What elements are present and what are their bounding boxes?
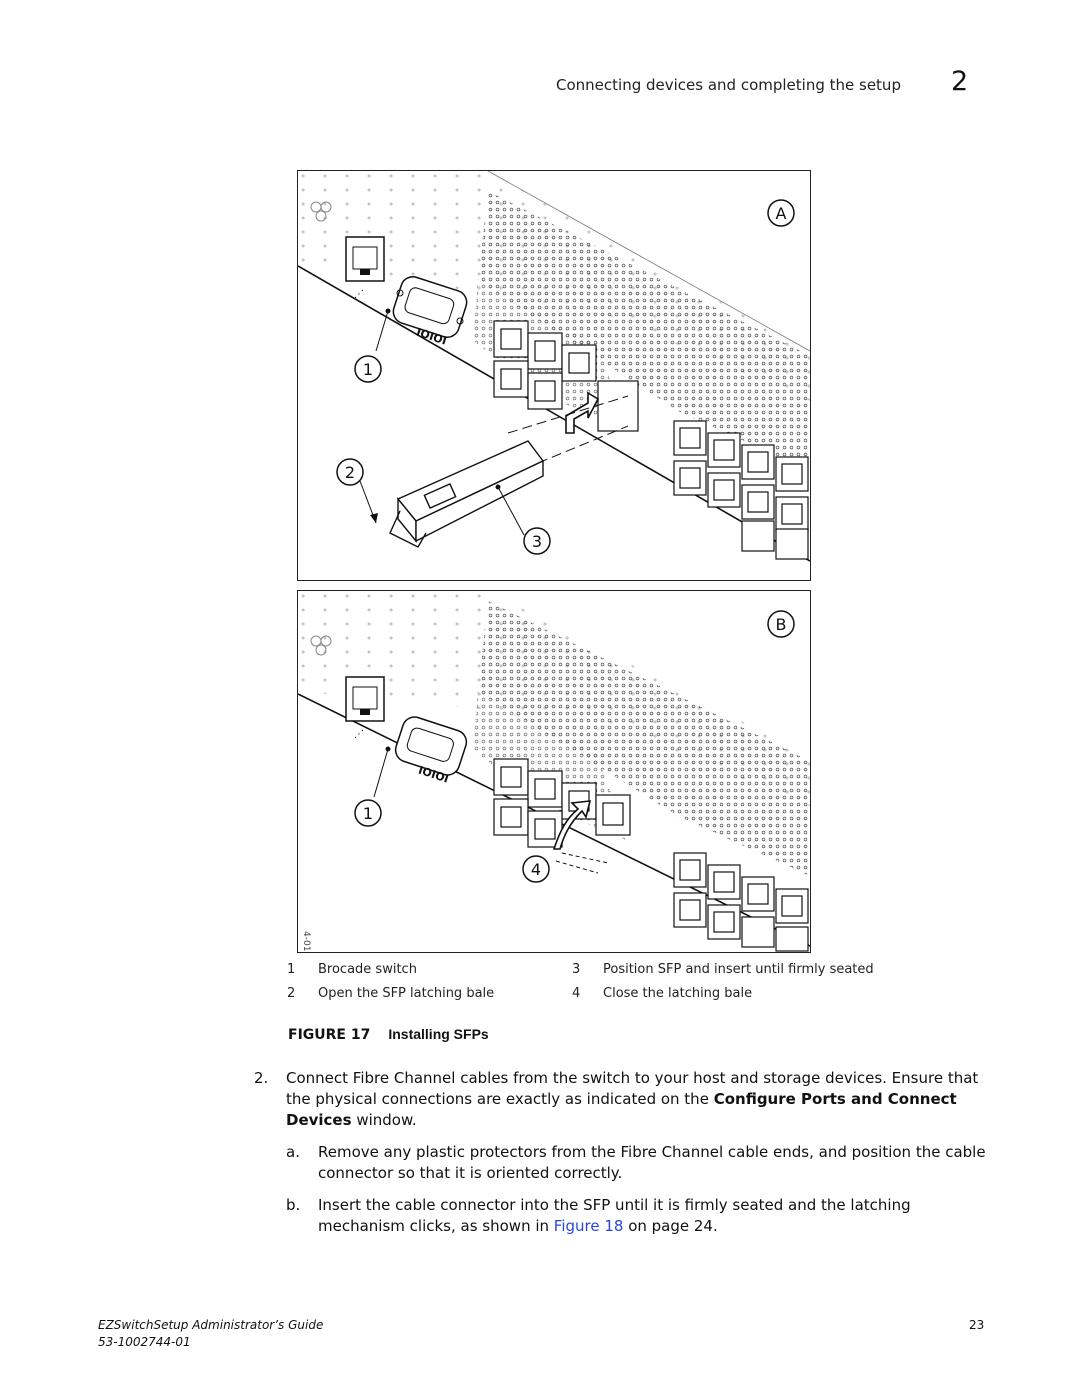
figure-panel-b: ⋰ IOIOI 4-01 — [297, 590, 811, 953]
network-symbol-icon: ⋰ — [354, 729, 364, 740]
panel-label-a: A — [767, 199, 795, 227]
legend-num: 2 — [287, 986, 296, 1001]
serial-port-icon — [394, 716, 468, 776]
sfp-port-array — [493, 320, 809, 560]
svg-text:B: B — [776, 615, 787, 634]
window-name: Configure Ports and Connect Devices — [286, 1090, 957, 1129]
footer-page-number: 23 — [969, 1318, 985, 1332]
legend-text: Close the latching bale — [603, 986, 753, 1001]
svg-text:A: A — [776, 204, 787, 223]
chapter-number: 2 — [951, 66, 969, 97]
legend-num: 4 — [572, 986, 581, 1001]
step-b-number: b. — [286, 1196, 301, 1214]
svg-text:1: 1 — [363, 804, 373, 823]
network-symbol-icon: ⋰ — [354, 289, 364, 300]
callout-4-b: 4 — [522, 855, 550, 883]
step-a-number: a. — [286, 1143, 300, 1161]
figure-caption: FIGURE 17 Installing SFPs — [288, 1026, 489, 1043]
close-bale-arrow-icon — [552, 800, 592, 850]
brocade-logo-icon — [310, 201, 332, 222]
legend-text: Open the SFP latching bale — [318, 986, 495, 1001]
figure-18-link[interactable]: Figure 18 — [553, 1217, 624, 1235]
svg-text:3: 3 — [532, 532, 542, 551]
figure-panel-a: ⋰ IOIOI — [297, 170, 811, 581]
svg-text:4: 4 — [531, 860, 541, 879]
ethernet-port-icon — [345, 236, 385, 282]
callout-3-a: 3 — [523, 527, 551, 555]
callout-1-a: 1 — [354, 355, 382, 383]
figure-caption-label: FIGURE 17 — [288, 1027, 371, 1043]
legend-num: 3 — [572, 962, 581, 977]
serial-port-icon — [392, 276, 468, 338]
legend-text: Position SFP and insert until firmly sea… — [603, 962, 874, 977]
footer-guide-title: EZSwitchSetup Administrator’s Guide — [98, 1318, 324, 1332]
switch-illustration-b: ⋰ IOIOI 4-01 — [298, 591, 810, 952]
step-a-text: Remove any plastic protectors from the F… — [318, 1143, 986, 1182]
legend-text: Brocade switch — [318, 962, 417, 977]
ethernet-port-icon — [345, 676, 385, 722]
sfp-module-icon — [389, 440, 545, 548]
brocade-logo-icon — [310, 635, 332, 656]
svg-text:2: 2 — [345, 463, 355, 482]
switch-illustration-a: ⋰ IOIOI — [298, 171, 810, 562]
callout-2-a: 2 — [336, 458, 364, 486]
step-b-text: Insert the cable connector into the SFP … — [318, 1196, 911, 1235]
figure-caption-title: Installing SFPs — [388, 1026, 489, 1042]
step-2-text: Connect Fibre Channel cables from the sw… — [286, 1069, 979, 1129]
art-code: 4-01 — [301, 931, 311, 951]
panel-label-b: B — [767, 610, 795, 638]
callout-1-b: 1 — [354, 799, 382, 827]
insert-arrow-icon — [565, 391, 600, 434]
svg-text:1: 1 — [363, 360, 373, 379]
legend-num: 1 — [287, 962, 296, 977]
running-header-title: Connecting devices and completing the se… — [556, 76, 901, 94]
step-2-number: 2. — [254, 1069, 269, 1087]
footer-doc-number: 53-1002744-01 — [98, 1335, 191, 1349]
